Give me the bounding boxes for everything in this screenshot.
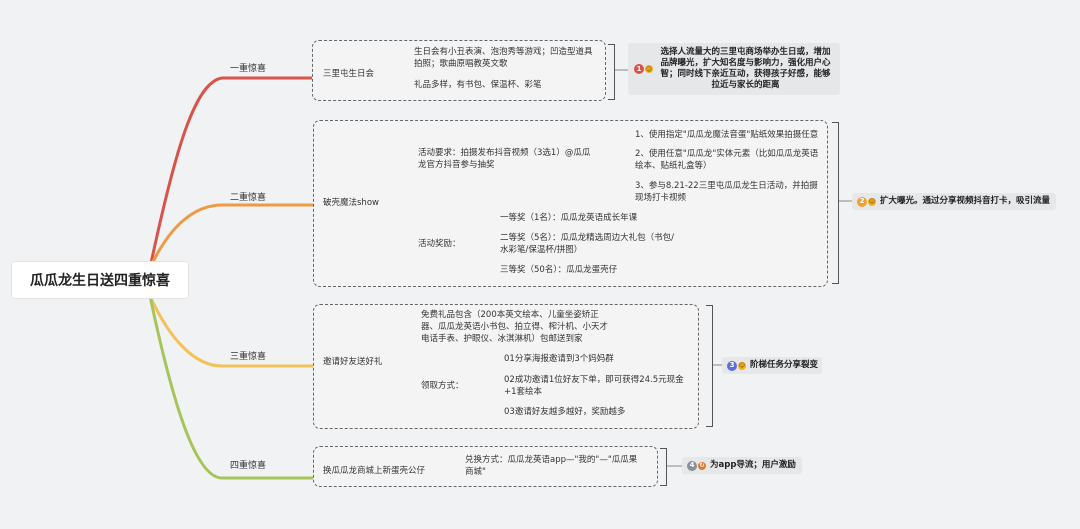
b3-method-2[interactable]: 02成功邀请1位好友下单，即可获得24.5元现金+1套绘本	[504, 375, 684, 397]
smile-icon: ☺	[645, 65, 653, 73]
badge-4-icon: 4	[687, 460, 697, 471]
summary-bracket-2	[832, 122, 839, 284]
summary-bracket-3	[706, 305, 713, 427]
group-box-2	[313, 120, 828, 287]
b2-req-3[interactable]: 3、参与8.21-22三里屯瓜瓜龙生日活动，并拍摄现场打卡视频	[635, 181, 818, 203]
summary-note-1[interactable]: 1 ☺ 选择人流量大的三里屯商场举办生日或，增加品牌曝光，扩大知名度与影响力，强…	[628, 43, 840, 95]
note-text-1: 选择人流量大的三里屯商场举办生日或，增加品牌曝光，扩大知名度与影响力，强化用户心…	[660, 47, 831, 90]
b1-leaf-1[interactable]: 生日会有小丑表演、泡泡秀等游戏；凹造型道具拍照；歌曲原唱教英文歌	[414, 47, 593, 69]
branch-curve-3	[148, 295, 320, 368]
branch-curve-4	[148, 295, 320, 480]
badge-1-icon: 1	[634, 64, 644, 74]
smile-icon: ☺	[738, 361, 746, 370]
branch-label-1[interactable]: 一重惊喜	[230, 64, 267, 74]
b2-award[interactable]: 活动奖励：	[418, 239, 461, 249]
b3-method-1[interactable]: 01分享海报邀请到3个妈妈群	[504, 354, 614, 364]
b2-award-1[interactable]: 一等奖（1名）：瓜瓜龙英语成长年课	[500, 213, 638, 223]
b2-node[interactable]: 破壳魔法show	[323, 198, 379, 208]
b3-method-3[interactable]: 03邀请好友越多越好，奖励越多	[504, 407, 626, 417]
b3-method[interactable]: 领取方式：	[421, 381, 464, 391]
b3-node[interactable]: 邀请好友送好礼	[323, 357, 383, 367]
b1-leaf-2[interactable]: 礼品多样，有书包、保温杯、彩笔	[414, 80, 542, 90]
summary-note-3[interactable]: 3 ☺ 阶梯任务分享裂变	[722, 357, 822, 374]
branch-label-4[interactable]: 四重惊喜	[230, 461, 267, 471]
loop-icon: ↻	[698, 461, 706, 470]
branch-curve-2	[148, 203, 320, 269]
summary-note-4[interactable]: 4 ↻ 为app导流；用户激励	[682, 457, 802, 474]
b1-node[interactable]: 三里屯生日会	[323, 69, 375, 79]
smile-icon: ☺	[868, 197, 876, 206]
b2-award-2[interactable]: 二等奖（5名）：瓜瓜龙精选周边大礼包（书包/水彩笔/保温杯/拼图）	[500, 233, 675, 255]
b4-leaf[interactable]: 兑换方式：瓜瓜龙英语app—"我的"—"瓜瓜果商城"	[465, 455, 638, 477]
note-text-2: 扩大曝光。通过分享视频抖音打卡，吸引流量	[880, 196, 1051, 206]
b2-req-1[interactable]: 1、使用指定"瓜瓜龙魔法音蛋"贴纸效果拍摄任意	[635, 130, 819, 140]
badge-2-icon: 2	[857, 196, 867, 207]
summary-bracket-4	[660, 448, 667, 486]
b4-node[interactable]: 换瓜瓜龙商城上新蛋壳公仔	[323, 466, 426, 476]
group-box-1	[312, 40, 606, 101]
b2-req[interactable]: 活动要求：拍摄发布抖音视频（3选1）@瓜瓜龙官方抖音参与抽奖	[418, 148, 591, 170]
branch-curve-1	[148, 76, 320, 269]
b2-award-3[interactable]: 三等奖（50名）：瓜瓜龙蛋壳仔	[500, 265, 618, 275]
summary-note-2[interactable]: 2 ☺ 扩大曝光。通过分享视频抖音打卡，吸引流量	[852, 193, 1056, 210]
root-node[interactable]: 瓜瓜龙生日送四重惊喜	[12, 262, 188, 298]
branch-label-3[interactable]: 三重惊喜	[230, 352, 267, 362]
note-text-3: 阶梯任务分享裂变	[750, 360, 819, 370]
branch-label-2[interactable]: 二重惊喜	[230, 193, 267, 203]
summary-bracket-1	[608, 44, 615, 100]
b3-gift[interactable]: 免费礼品包含（200本英文绘本、儿童坐姿矫正器、瓜瓜龙英语小书包、拍立得、榨汁机…	[421, 310, 609, 344]
group-box-4	[313, 446, 658, 487]
note-text-4: 为app导流；用户激励	[710, 460, 796, 470]
b2-req-2[interactable]: 2、使用任意"瓜瓜龙"实体元素（比如瓜瓜龙英语绘本、贴纸礼盒等）	[635, 149, 819, 171]
group-box-3	[313, 304, 699, 429]
badge-3-icon: 3	[727, 360, 737, 371]
